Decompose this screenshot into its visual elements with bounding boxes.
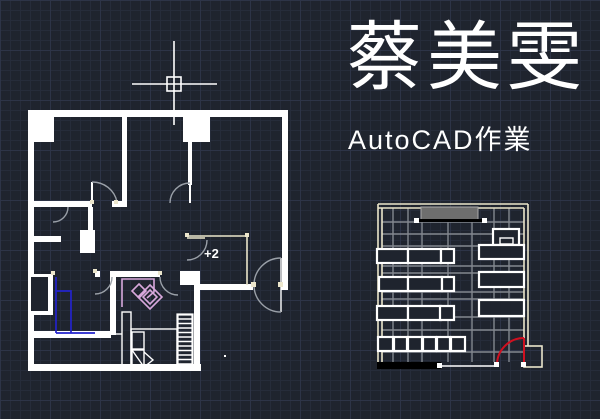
- desk-chair-pink: [121, 278, 164, 311]
- wall-grips: [51, 200, 283, 287]
- door-arc: [91, 181, 118, 203]
- assignment-subtitle-text: AutoCAD作業: [348, 125, 533, 155]
- columns: [30, 112, 210, 285]
- shelves-bottom-row: [376, 335, 467, 353]
- door-arc: [52, 206, 69, 223]
- outer-walls: [28, 110, 288, 371]
- bed: [121, 311, 178, 369]
- door-arc: [94, 276, 113, 295]
- pickbox-icon: [166, 76, 182, 92]
- apartment-plan: +2: [28, 110, 288, 371]
- door-arc: [169, 182, 191, 204]
- stray-point: [224, 355, 226, 357]
- closet: [28, 274, 53, 315]
- red-entrance-door: [437, 337, 526, 368]
- stairs-blue: [55, 277, 95, 334]
- author-name-text: 蔡美雯: [347, 17, 588, 100]
- cash-fixture: [491, 227, 521, 247]
- crosshair-cursor: [132, 41, 217, 125]
- interior-walls: [33, 115, 200, 371]
- door-arc: [159, 276, 179, 296]
- door-arc: [186, 239, 208, 261]
- shelves-left: [375, 247, 456, 322]
- counter-block: [414, 206, 487, 223]
- plus2-room: +2: [187, 235, 248, 285]
- shelves-right: [477, 243, 526, 318]
- room-label-plus2: +2: [204, 246, 219, 261]
- ladder-shelf: [176, 313, 194, 369]
- double-door-arc: [253, 257, 282, 313]
- shop-plan: [375, 203, 543, 369]
